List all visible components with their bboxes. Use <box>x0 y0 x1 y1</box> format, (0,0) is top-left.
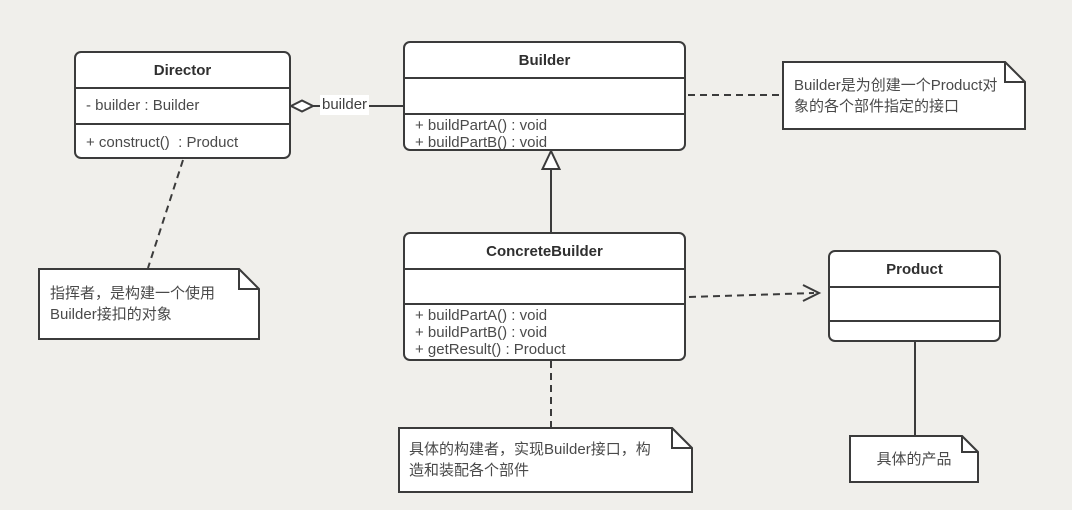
aggregation-label: builder <box>320 95 370 115</box>
class-concretebuilder-method: + buildPartB() : void <box>415 324 548 341</box>
class-director-attribute: - builder : Builder <box>86 97 200 114</box>
note-concretebuilder-text: 具体的构建者，实现Builder接口，构造和装配各个部件 <box>409 441 651 479</box>
note-body <box>398 427 693 493</box>
note-fold-icon <box>961 435 979 453</box>
note-product[interactable]: 具体的产品 <box>849 435 979 483</box>
class-builder-attributes-empty <box>405 79 684 115</box>
class-product[interactable]: Product <box>828 250 1001 342</box>
note-shape <box>782 61 1026 130</box>
class-director-title: Director <box>76 53 289 89</box>
note-fold-icon <box>238 268 260 290</box>
class-concretebuilder-method: + getResult() : Product <box>415 341 566 358</box>
note-body <box>782 61 1026 130</box>
class-builder-title: Builder <box>405 43 684 79</box>
aggregation-diamond-icon <box>288 99 316 113</box>
note-director[interactable]: 指挥者，是构建一个使用Builder接扣的对象 <box>38 268 260 340</box>
class-product-title: Product <box>830 252 999 288</box>
dashed-line <box>147 159 184 269</box>
note-body <box>38 268 260 340</box>
note-link-director[interactable] <box>147 159 184 269</box>
class-builder-method: + buildPartB() : void <box>415 134 548 151</box>
note-product-text: 具体的产品 <box>876 450 952 468</box>
class-product-attributes-empty <box>830 288 999 322</box>
class-director[interactable]: Director - builder : Builder + construct… <box>74 51 291 159</box>
class-builder[interactable]: Builder + buildPartA() : void + buildPar… <box>403 41 686 151</box>
class-director-method: + construct() : Product <box>86 133 239 151</box>
note-builder[interactable]: Builder是为创建一个Product对象的各个部件指定的接口 <box>782 61 1026 130</box>
hollow-triangle-arrow-icon <box>540 148 562 170</box>
note-body <box>849 435 979 483</box>
class-builder-method: + buildPartA() : void <box>415 117 548 134</box>
class-concretebuilder[interactable]: ConcreteBuilder + buildPartA() : void + … <box>403 232 686 361</box>
note-concretebuilder[interactable]: 具体的构建者，实现Builder接口，构造和装配各个部件 <box>398 427 693 493</box>
note-fold-icon <box>671 427 693 449</box>
class-concretebuilder-title: ConcreteBuilder <box>405 234 684 270</box>
note-builder-text: Builder是为创建一个Product对象的各个部件指定的接口 <box>794 76 998 115</box>
dependency-line <box>688 292 815 298</box>
class-concretebuilder-method: + buildPartA() : void <box>415 307 548 324</box>
dependency-edge-concretebuilder-product[interactable] <box>688 284 822 302</box>
open-arrowhead-icon <box>802 284 822 302</box>
note-shape <box>38 268 260 340</box>
note-shape <box>849 435 979 483</box>
note-shape <box>398 427 693 493</box>
generalization-edge-concretebuilder-builder[interactable] <box>540 148 562 233</box>
note-fold-icon <box>1004 61 1026 83</box>
class-concretebuilder-attributes-empty <box>405 270 684 305</box>
note-director-text: 指挥者，是构建一个使用Builder接扣的对象 <box>50 285 216 323</box>
class-product-methods-empty <box>830 322 999 324</box>
